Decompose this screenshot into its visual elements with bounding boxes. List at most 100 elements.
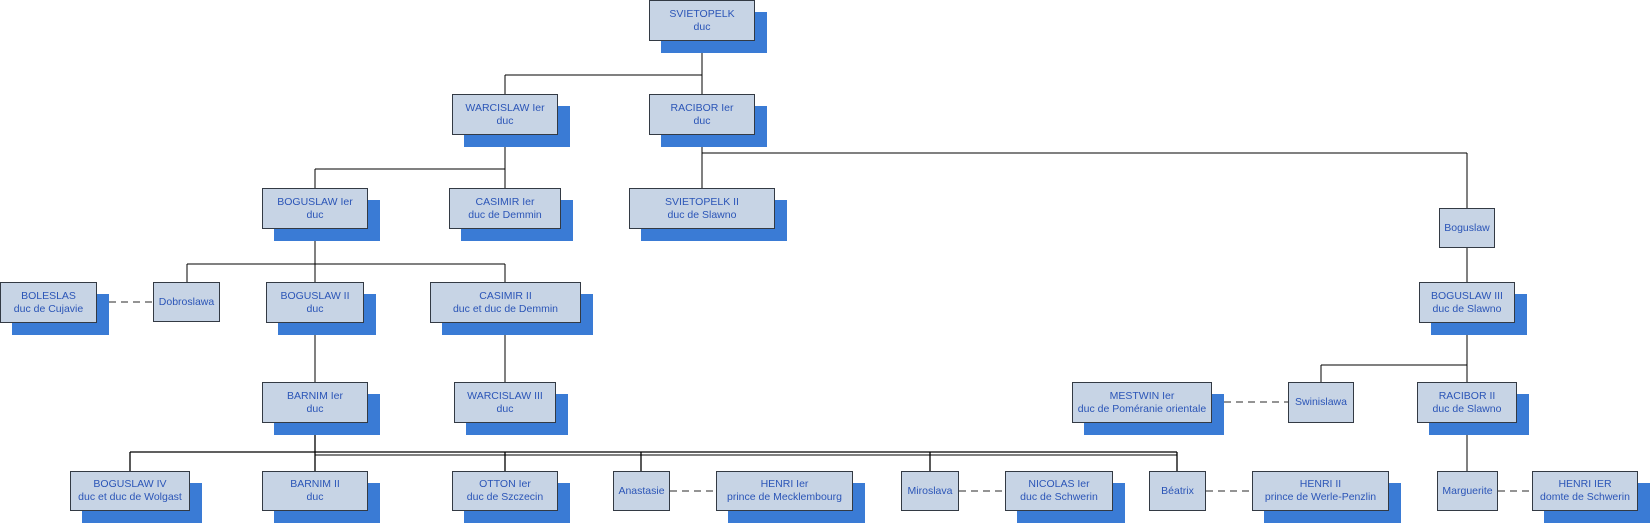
person-mestwin-1[interactable]: MESTWIN Ier duc de Poméranie orientale [1072, 382, 1224, 435]
person-barnim-1[interactable]: BARNIM Ier duc [262, 382, 380, 435]
person-name: BARNIM Ier [286, 389, 343, 402]
person-name: Marguerite [1442, 484, 1493, 497]
person-name: CASIMIR Ier [475, 195, 535, 208]
person-name: Boguslaw [1444, 221, 1490, 234]
person-title: duc de Poméranie orientale [1077, 402, 1207, 415]
person-box: WARCISLAW III duc [454, 382, 556, 423]
person-henri-ier[interactable]: HENRI IER domte de Schwerin [1532, 471, 1650, 523]
person-casimir-2[interactable]: CASIMIR II duc et duc de Demmin [430, 282, 593, 335]
person-title: duc [306, 491, 324, 503]
person-name: BOGUSLAW Ier [277, 195, 353, 208]
person-name: BARNIM II [290, 478, 340, 490]
person-box: Boguslaw [1439, 208, 1495, 248]
person-box: WARCISLAW Ier duc [452, 94, 558, 135]
person-svietopelk-2[interactable]: SVIETOPELK II duc de Slawno [629, 188, 787, 241]
person-box: HENRI IER domte de Schwerin [1532, 471, 1638, 511]
person-box: MESTWIN Ier duc de Poméranie orientale [1072, 382, 1212, 423]
person-box: Béatrix [1149, 471, 1206, 511]
person-title: duc de Slawno [1432, 302, 1502, 315]
link-warcislaw1-children [314, 134, 506, 188]
person-boguslaw-right[interactable]: Boguslaw [1439, 208, 1495, 248]
person-name: Miroslava [907, 484, 953, 497]
link-boguslaw1-children [186, 227, 506, 282]
person-title: duc [693, 114, 711, 127]
person-box: BOGUSLAW IV duc et duc de Wolgast [70, 471, 190, 511]
person-name: HENRI II [1299, 478, 1342, 490]
person-box: RACIBOR II duc de Slawno [1417, 382, 1517, 423]
person-title: prince de Mecklembourg [727, 491, 842, 503]
person-name: Anastasie [618, 484, 665, 497]
person-boleslas[interactable]: BOLESLAS duc de Cujavie [0, 282, 109, 335]
person-box: BOGUSLAW III duc de Slawno [1419, 282, 1515, 323]
person-box: HENRI Ier prince de Mecklembourg [716, 471, 853, 511]
person-name: WARCISLAW III [467, 389, 543, 402]
person-marguerite[interactable]: Marguerite [1437, 471, 1498, 511]
person-miroslava[interactable]: Miroslava [901, 471, 959, 511]
person-box: BOLESLAS duc de Cujavie [0, 282, 97, 323]
person-title: duc de Slawno [667, 208, 737, 221]
person-box: Anastasie [613, 471, 670, 511]
person-warcislaw-1[interactable]: WARCISLAW Ier duc [452, 94, 570, 147]
person-name: BOGUSLAW III [1431, 289, 1503, 302]
person-box: RACIBOR Ier duc [649, 94, 755, 135]
person-boguslaw-1[interactable]: BOGUSLAW Ier duc [262, 188, 380, 241]
person-henri-2[interactable]: HENRI II prince de Werle-Penzlin [1252, 471, 1401, 523]
person-anastasie[interactable]: Anastasie [613, 471, 670, 511]
person-name: HENRI IER [1558, 478, 1612, 490]
person-box: SVIETOPELK II duc de Slawno [629, 188, 775, 229]
person-boguslaw-3[interactable]: BOGUSLAW III duc de Slawno [1419, 282, 1527, 335]
person-box: Dobroslawa [153, 282, 220, 322]
person-svietopelk[interactable]: SVIETOPELK duc [649, 0, 767, 53]
person-beatrix[interactable]: Béatrix [1149, 471, 1206, 511]
person-name: MESTWIN Ier [1109, 389, 1175, 402]
person-name: WARCISLAW Ier [465, 101, 545, 114]
person-title: duc de Schwerin [1020, 491, 1098, 503]
person-title: duc [306, 302, 324, 315]
person-title: prince de Werle-Penzlin [1264, 491, 1377, 503]
person-box: BARNIM Ier duc [262, 382, 368, 423]
person-box: Swinislawa [1288, 382, 1354, 423]
person-box: Marguerite [1437, 471, 1498, 511]
link-barnim1-children-dup [314, 423, 1177, 456]
person-box: BOGUSLAW II duc [266, 282, 364, 323]
person-barnim-2[interactable]: BARNIM II duc [262, 471, 380, 523]
person-name: SVIETOPELK [669, 7, 735, 20]
person-racibor-1[interactable]: RACIBOR Ier duc [649, 94, 767, 147]
person-name: NICOLAS Ier [1028, 478, 1090, 490]
person-racibor-2[interactable]: RACIBOR II duc de Slawno [1417, 382, 1529, 435]
person-box: NICOLAS Ier duc de Schwerin [1005, 471, 1113, 511]
person-box: OTTON Ier duc de Szczecin [452, 471, 558, 511]
person-warcislaw-3[interactable]: WARCISLAW III duc [454, 382, 568, 435]
person-boguslaw-4[interactable]: BOGUSLAW IV duc et duc de Wolgast [70, 471, 202, 523]
person-name: BOLESLAS [21, 289, 76, 302]
person-name: BOGUSLAW IV [93, 478, 167, 490]
person-name: Béatrix [1161, 484, 1194, 497]
person-box: CASIMIR Ier duc de Demmin [449, 188, 561, 229]
person-casimir-1[interactable]: CASIMIR Ier duc de Demmin [449, 188, 573, 241]
person-box: SVIETOPELK duc [649, 0, 755, 41]
person-title: duc [496, 402, 514, 415]
person-title: duc [306, 208, 324, 221]
person-box: CASIMIR II duc et duc de Demmin [430, 282, 581, 323]
person-dobroslawa[interactable]: Dobroslawa [153, 282, 220, 322]
person-box: BOGUSLAW Ier duc [262, 188, 368, 229]
person-title: duc de Slawno [1432, 402, 1502, 415]
person-title: duc [693, 20, 711, 33]
person-title: duc de Demmin [468, 208, 542, 221]
person-name: BOGUSLAW II [280, 289, 350, 302]
person-name: Swinislawa [1295, 396, 1347, 408]
person-otton-1[interactable]: OTTON Ier duc de Szczecin [452, 471, 570, 523]
person-box: BARNIM II duc [262, 471, 368, 511]
person-name: CASIMIR II [479, 289, 532, 302]
person-nicolas-1[interactable]: NICOLAS Ier duc de Schwerin [1005, 471, 1125, 523]
person-boguslaw-2[interactable]: BOGUSLAW II duc [266, 282, 376, 335]
person-title: duc [306, 402, 324, 415]
person-swinislawa[interactable]: Swinislawa [1288, 382, 1354, 423]
link-svietopelk-children [504, 40, 703, 94]
person-title: duc de Cujavie [13, 302, 84, 315]
person-title: duc et duc de Wolgast [78, 491, 182, 503]
person-title: duc de Szczecin [466, 491, 544, 503]
link-boguslaw3-children [1320, 323, 1468, 382]
person-henri-1[interactable]: HENRI Ier prince de Mecklembourg [716, 471, 865, 523]
